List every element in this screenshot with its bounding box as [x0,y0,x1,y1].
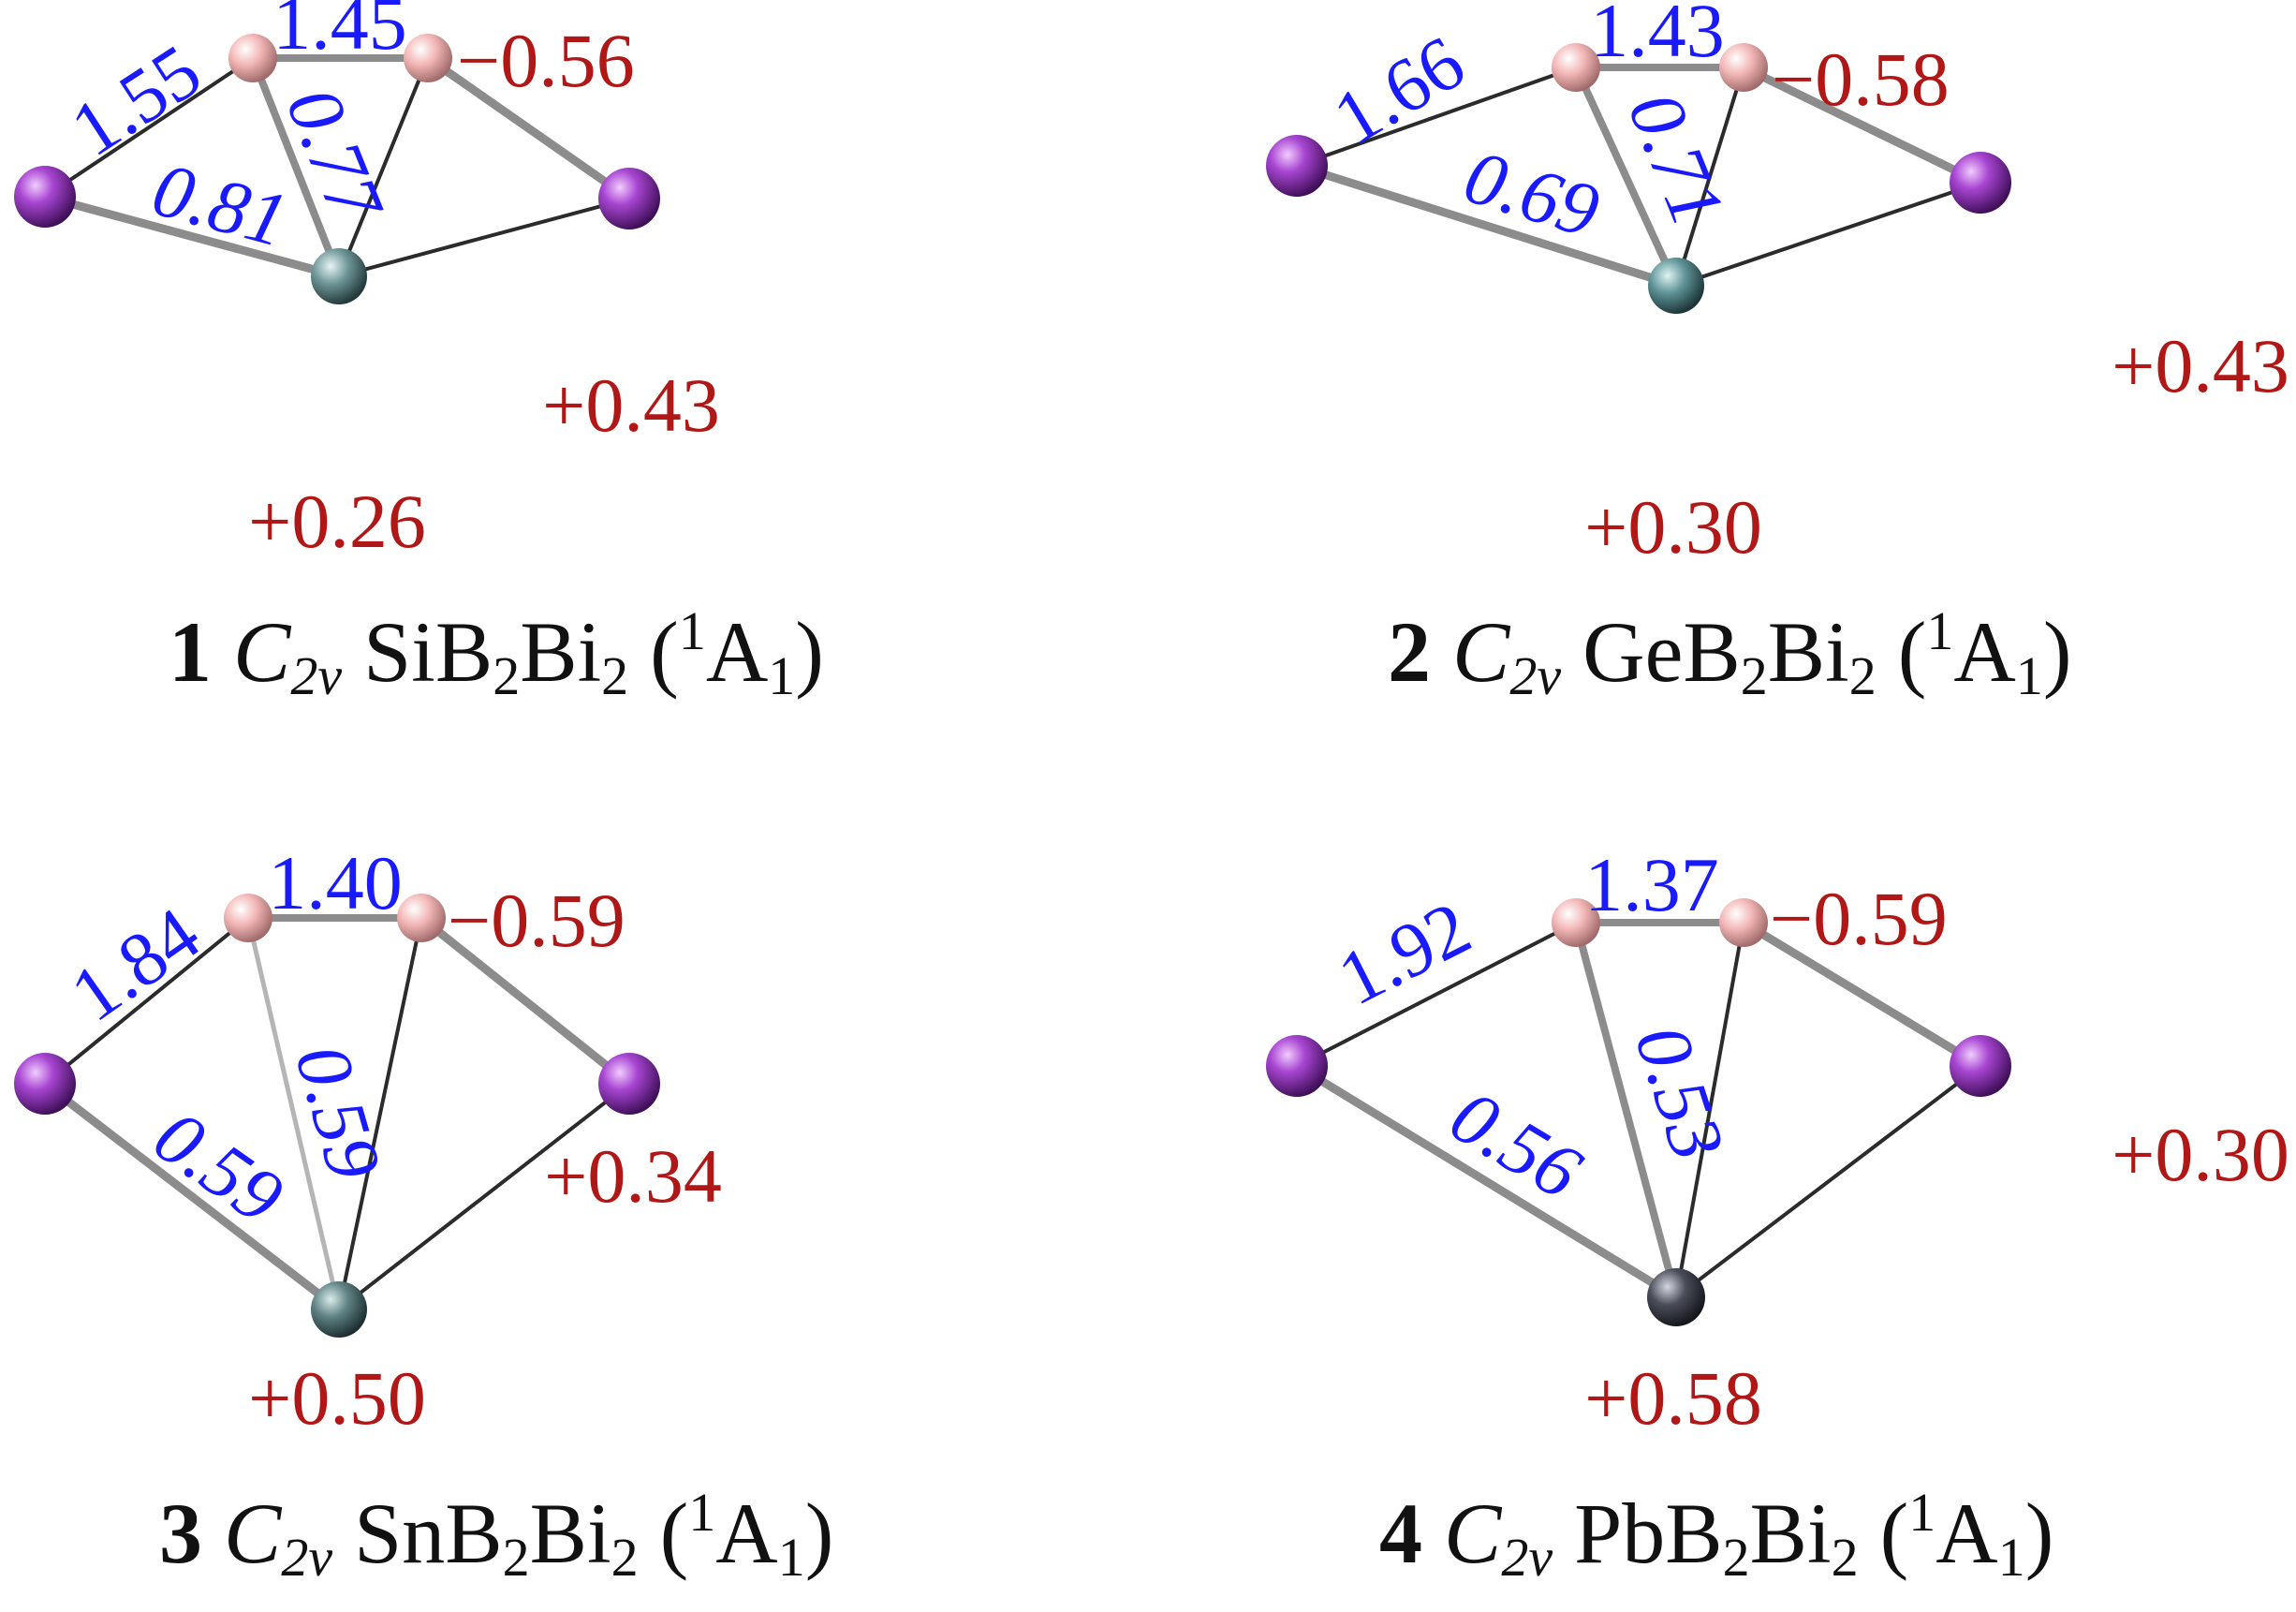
bond-order-bi-b: 1.92 [1325,884,1483,1021]
bond-order-bi-b: 1.66 [1319,19,1479,161]
bonds [42,914,632,1313]
bonds [43,54,632,281]
bond-order-bi-m: 0.81 [144,146,296,263]
bismuth-atom-left [1266,1035,1328,1097]
lead-atom-center [1647,1268,1705,1326]
bond-bi-left-m [1295,161,1678,290]
bond-order-b-b: 1.43 [1590,0,1725,73]
charge-boron: −0.56 [457,18,635,103]
charge-bismuth: +0.43 [542,362,720,448]
boron-atom-right [1719,898,1768,947]
bismuth-atom-left [14,166,76,228]
bond-order-b-b: 1.40 [268,840,403,925]
bonds [1295,63,1982,290]
caption-4: 4 C2v PbB2Bi2 (1A1) [1379,1482,2053,1588]
bond-bi-left-m [43,192,341,281]
bond-b-left-m [1572,66,1680,288]
atoms [1266,898,2011,1326]
panel-4: 1.92 1.37 0.53 0.56 −0.59 +0.30 +0.58 4 … [1266,842,2289,1588]
bismuth-atom-right [1950,1035,2011,1097]
bond-b-left-m [245,917,342,1310]
tin-atom-center [311,1281,367,1338]
bond-m-bi-right [337,1082,631,1311]
bond-order-b-m: 0.77 [270,76,400,235]
bond-b-right-bi-right [419,914,632,1087]
bond-b-left-m [1572,921,1680,1299]
bond-m-bi-right [1675,181,1981,288]
bond-b-left-m [249,56,343,278]
charge-center: +0.26 [248,479,426,564]
boron-atom-right [404,34,452,82]
bond-bi-left-b-left [43,56,255,199]
caption-1: 1 C2v SiB2Bi2 (1A1) [169,600,824,706]
bond-b-right-bi-right [425,54,632,202]
boron-atom-right [1719,43,1768,92]
atoms [1266,43,2011,314]
bond-bi-left-b-left [1296,66,1577,168]
bonds [1294,919,1983,1301]
panel-1: 1.55 1.45 0.77 0.81 −0.56 +0.43 +0.26 1 … [14,0,824,706]
caption-2: 2 C2v GeB2Bi2 (1A1) [1388,600,2071,706]
bond-order-bi-b: 1.84 [55,891,214,1038]
charge-center: +0.50 [248,1355,426,1441]
bismuth-atom-left [14,1053,76,1115]
caption-3: 3 C2v SnB2Bi2 (1A1) [159,1482,833,1588]
bond-order-bi-b: 1.55 [56,28,215,172]
boron-atom-right [397,894,446,942]
bismuth-atom-left [1266,135,1328,197]
boron-atom-left [1552,898,1600,947]
charge-bismuth: +0.30 [2112,1112,2289,1197]
charge-center: +0.30 [1584,484,1762,569]
bond-m-bi-right [338,197,630,278]
bismuth-atom-right [598,1053,660,1115]
bond-order-bi-m: 0.69 [1455,133,1609,254]
bond-bi-left-b-left [1296,921,1577,1068]
bond-order-b-b: 1.45 [272,0,407,66]
bond-order-bi-m: 0.56 [1436,1072,1596,1215]
silicon-atom-center [311,248,367,304]
charge-boron: −0.58 [1772,37,1950,122]
atoms [14,34,660,304]
bond-b-right-m [337,57,430,277]
atoms [14,894,660,1338]
germanium-atom-center [1648,258,1704,314]
bond-b-right-bi-right [1741,919,1983,1070]
boron-atom-left [1552,43,1600,92]
charge-bismuth: +0.43 [2112,323,2289,408]
bond-b-right-m [337,917,423,1310]
bond-order-b-m: 0.59 [279,1036,398,1189]
bond-order-b-b: 1.37 [1584,842,1719,927]
bismuth-atom-right [598,168,660,229]
bismuth-atom-right [1950,152,2011,214]
bond-m-bi-right [1674,1064,1982,1299]
bond-bi-left-m [1294,1062,1679,1301]
boron-atom-left [228,34,277,82]
charge-bismuth: +0.34 [544,1133,722,1219]
bond-b-right-m [1674,67,1745,287]
charge-center: +0.58 [1584,1355,1762,1441]
panel-2: 1.66 1.43 0.71 0.69 −0.58 +0.43 +0.30 2 … [1266,0,2289,706]
bond-order-b-m: 0.71 [1612,81,1741,237]
charge-boron: −0.59 [1770,876,1948,961]
bond-order-bi-m: 0.59 [140,1093,299,1240]
panel-3: 1.84 1.40 0.59 0.59 −0.59 +0.34 +0.50 3 … [14,840,833,1588]
bond-bi-left-m [42,1080,342,1313]
charge-boron: −0.59 [448,878,626,963]
bond-b-right-m [1674,922,1745,1298]
bond-bi-left-b-left [43,916,250,1086]
boron-atom-left [224,894,272,942]
bond-b-right-bi-right [1742,63,1982,187]
